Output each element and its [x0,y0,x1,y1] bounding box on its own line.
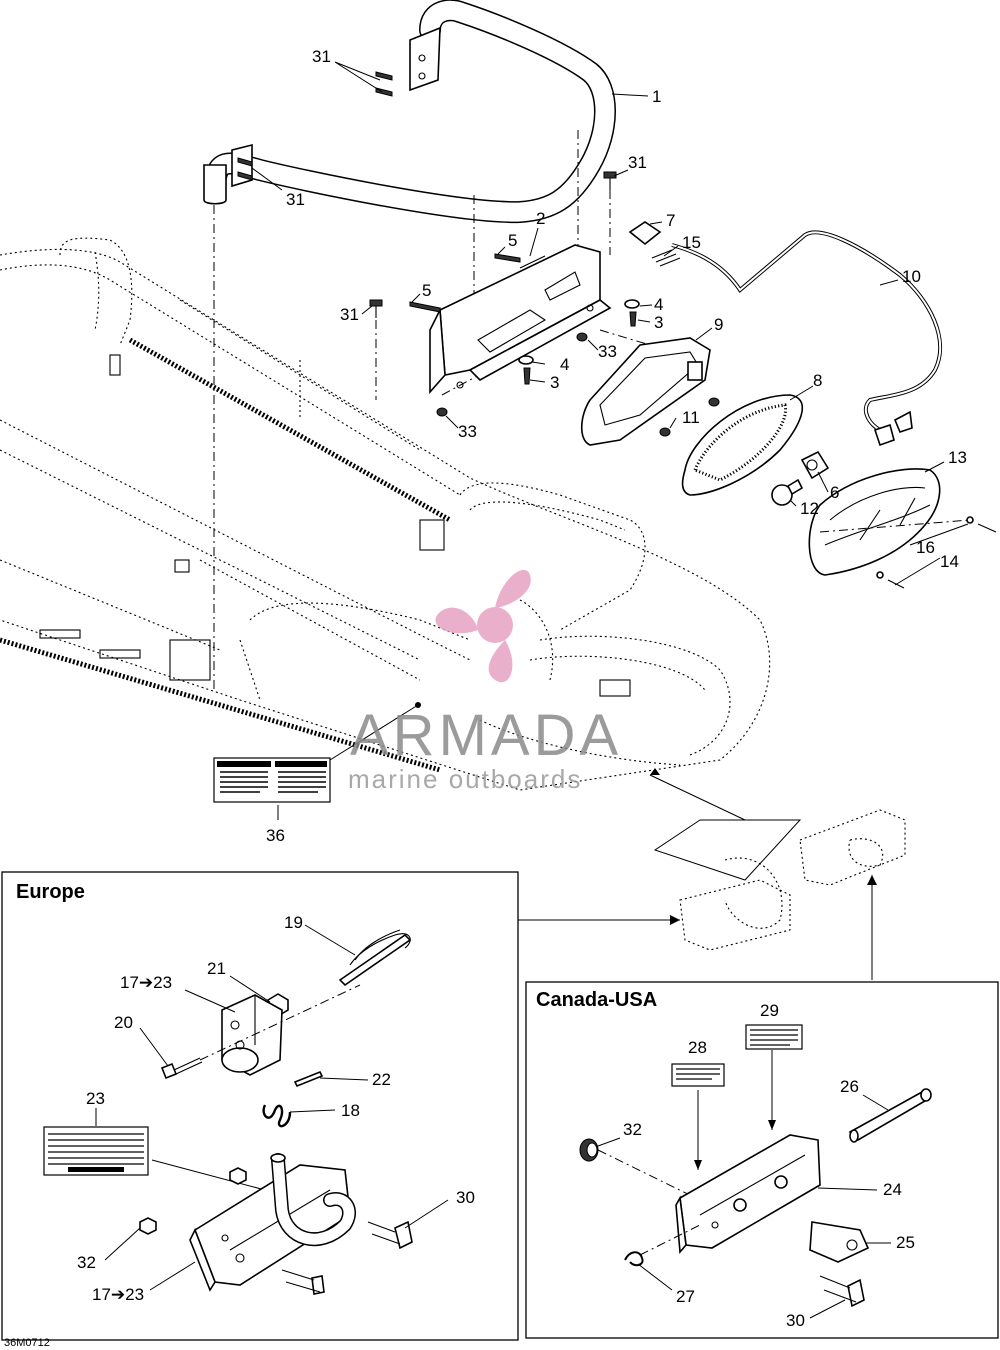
light-housing [580,337,711,446]
callout-14: 14 [940,552,959,571]
callout-16: 16 [916,538,935,557]
watermark-tagline: marine outboards [348,764,582,794]
callout-27: 27 [676,1287,695,1306]
callout-31-left: 31 [340,305,359,324]
callout-4-a: 4 [654,295,663,314]
leader-lines [95,61,969,1319]
callout-32-ca: 32 [623,1120,642,1139]
callout-15: 15 [682,233,701,252]
callout-28: 28 [688,1038,707,1057]
callout-30-eu: 30 [456,1188,475,1207]
callout-31-top: 31 [312,47,331,66]
callout-11: 11 [682,408,700,427]
canada-usa-panel [525,981,999,1339]
callout-21: 21 [207,959,226,978]
bulb-and-socket [771,450,830,506]
callout-17-23-a: 17➔23 [120,973,172,992]
callout-5-b: 5 [422,281,431,300]
watermark-brand: ARMADA [350,703,622,768]
callout-19: 19 [284,913,303,932]
callout-6: 6 [830,483,839,502]
callout-32-eu: 32 [77,1253,96,1272]
callout-26: 26 [840,1077,859,1096]
callout-13: 13 [948,448,967,467]
callout-25: 25 [896,1233,915,1252]
callout-17-23-b: 17➔23 [92,1285,144,1304]
callout-1: 1 [652,87,661,106]
tail-light-lens [808,468,941,576]
callout-30-ca: 30 [786,1311,805,1330]
europe-title: Europe [16,881,85,903]
callout-36: 36 [266,826,285,845]
armada-watermark: ARMADA marine outboards [348,569,622,794]
bracket-fasteners [369,171,640,417]
callout-33-a: 33 [598,342,617,361]
callout-29: 29 [760,1001,779,1020]
hitch-overview [518,768,906,980]
canada-usa-title: Canada-USA [536,989,657,1011]
callout-4-b: 4 [560,355,569,374]
tail-light-bracket [429,244,612,395]
callout-5-a: 5 [508,231,517,250]
snowmobile-frame [0,237,771,791]
screws-31 [237,71,393,181]
callout-18: 18 [341,1101,360,1120]
warning-decal-36 [213,702,421,820]
grab-handle [203,0,616,224]
callout-8: 8 [813,371,822,390]
callout-9: 9 [714,315,723,334]
diagram-code: 36M0712 [4,1337,50,1349]
callout-31-right: 31 [628,153,647,172]
europe-panel [1,871,519,1341]
callout-3-b: 3 [550,373,559,392]
callout-10: 10 [902,267,921,286]
callout-33-b: 33 [458,422,477,441]
callout-2: 2 [536,209,545,228]
callout-31-handle: 31 [286,190,305,209]
wire-harness [628,221,942,447]
callout-12: 12 [800,499,819,518]
reflector [659,394,804,496]
callout-20: 20 [114,1013,133,1032]
callout-7: 7 [666,211,675,230]
callout-labels: 1 31 31 31 31 2 5 5 7 15 10 4 3 9 33 4 3… [4,47,967,1349]
callout-22: 22 [372,1070,391,1089]
callout-24: 24 [883,1180,902,1199]
callout-3-a: 3 [654,313,663,332]
callout-23: 23 [86,1089,105,1108]
